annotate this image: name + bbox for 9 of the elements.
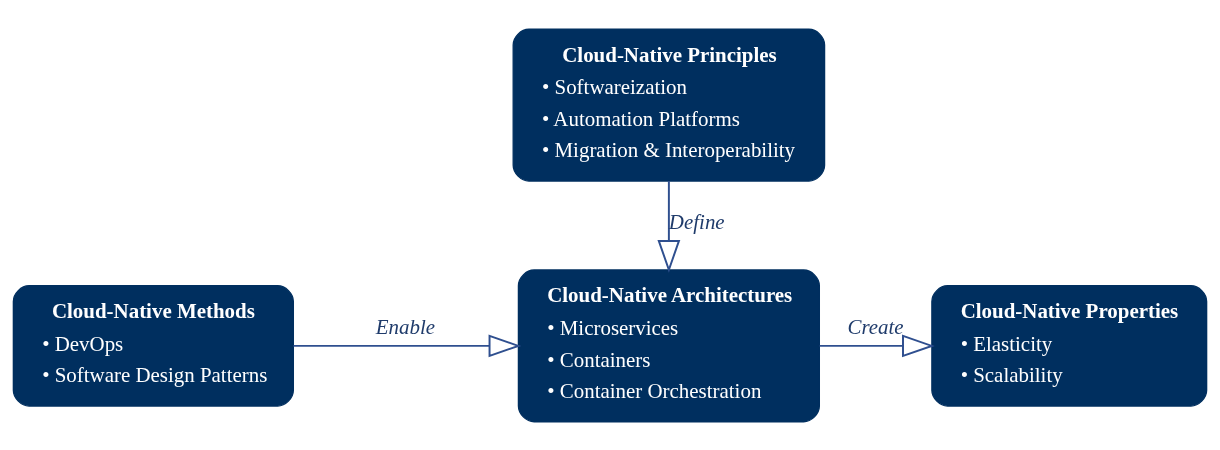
node-box: Cloud-Native Properties • Elasticity • Scalability (931, 284, 1208, 407)
node-box: Cloud-Native Architectures • Microservices • Containers • Container Orchestration (517, 268, 820, 422)
node-box: Cloud-Native Methods • DevOps • Software Design Patterns (12, 284, 294, 407)
edge-label: Enable (375, 314, 436, 339)
arrow (818, 333, 935, 357)
node-box: Cloud-Native Principles • Softwareization • Automation Platforms • Migration & Interoperability (512, 28, 826, 182)
arrow (657, 179, 681, 273)
edge-label: Create (847, 314, 904, 339)
arrow (292, 333, 522, 357)
